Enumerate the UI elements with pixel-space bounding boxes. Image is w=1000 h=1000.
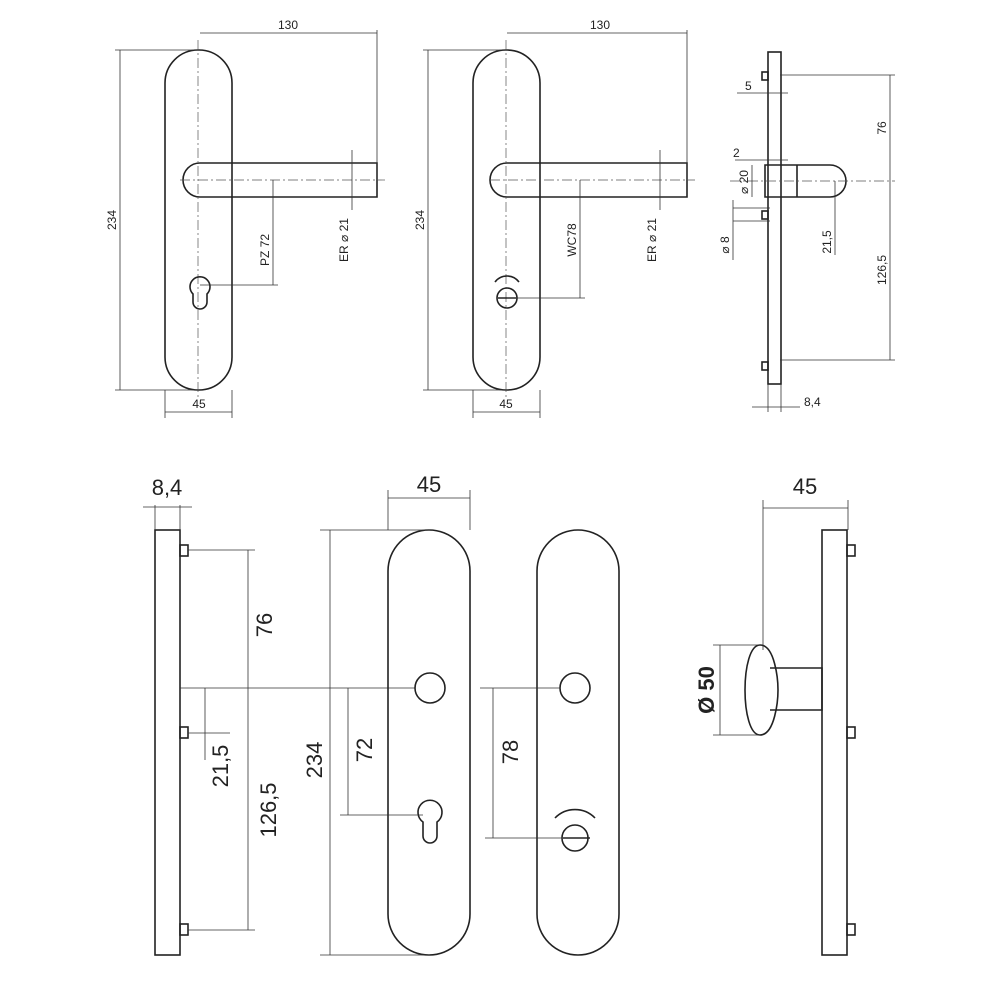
dim-45: 45 [793,474,817,499]
dim-21-5: 21,5 [208,745,233,788]
escutcheon-plate [164,49,233,391]
escutcheon-plate [472,49,541,391]
pz-plate [387,529,471,956]
dim-45: 45 [192,397,206,411]
dim-130: 130 [590,18,610,32]
knob [744,644,779,736]
dim-21-5: 21,5 [820,230,834,254]
wc-plate [536,529,620,956]
dim-5: 5 [745,79,752,93]
dim-dia8: ⌀ 8 [718,236,732,254]
dim-234: 234 [302,742,327,779]
bottom-plate-side-view: 8,4 76 126,5 21,5 [143,475,415,956]
dim-72: 72 [352,738,377,762]
dim-234: 234 [413,210,427,230]
dim-126-5: 126,5 [875,255,889,285]
bottom-plates-front-view: 45 234 72 78 [302,472,620,956]
dim-76: 76 [875,121,889,135]
handle-section [764,164,847,198]
spindle-hole [559,672,591,704]
plate-section [767,51,782,385]
dim-pz72: PZ 72 [258,234,272,266]
cylinder-keyhole [417,799,443,844]
dim-126-5: 126,5 [256,782,281,837]
lever-handle [489,162,688,198]
pz-lever-front-view: 130 234 45 PZ 72 ER ⌀ 21 [105,18,385,418]
bottom-knob-side-view: 45 Ø 50 [694,474,856,956]
dim-76: 76 [252,613,277,637]
dim-2: 2 [733,146,740,160]
dim-8-4: 8,4 [152,475,183,500]
side-section-view: 76 126,5 5 2 ⌀ 20 ⌀ 8 21,5 8,4 [718,51,895,412]
cylinder-keyhole [189,276,211,310]
dim-234: 234 [105,210,119,230]
plate-side [154,529,181,956]
dim-dia50: Ø 50 [694,666,719,714]
dim-45: 45 [499,397,513,411]
dim-8-4: 8,4 [804,395,821,409]
wc-lever-front-view: 130 234 45 WC78 ER ⌀ 21 [413,18,695,418]
dim-er21: ER ⌀ 21 [645,218,659,262]
dim-dia20: ⌀ 20 [737,170,751,194]
dim-130: 130 [278,18,298,32]
dim-45: 45 [417,472,441,497]
plate-side [821,529,848,956]
dim-wc78: WC78 [565,223,579,257]
dim-78: 78 [498,740,523,764]
lever-handle [182,162,378,198]
knob-neck [770,667,823,711]
spindle-hole [414,672,446,704]
dim-er21: ER ⌀ 21 [337,218,351,262]
